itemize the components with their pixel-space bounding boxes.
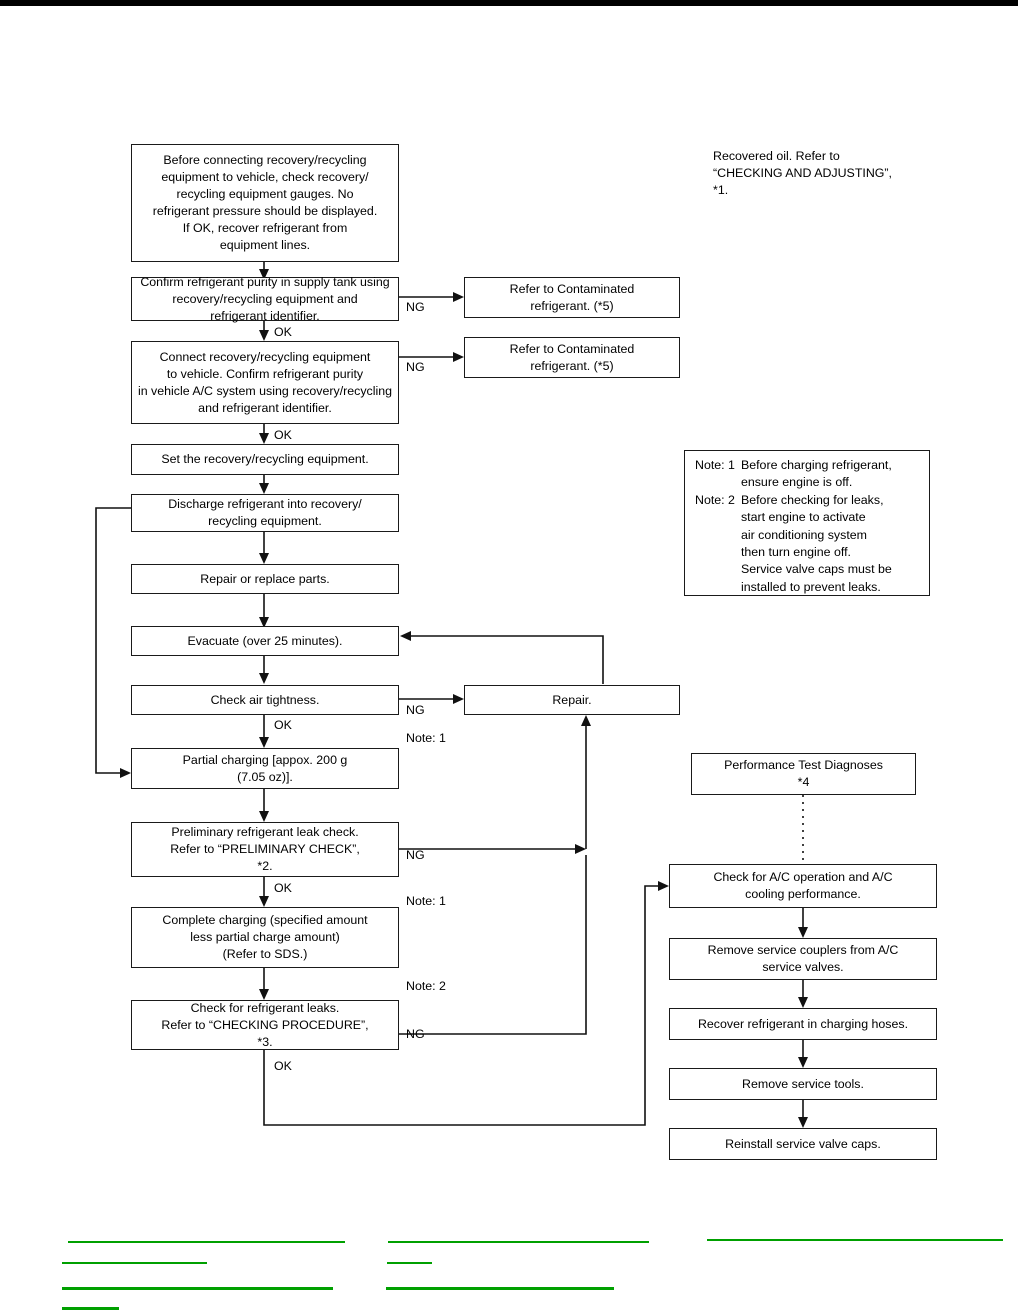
- node-discharge-refrigerant[interactable]: Discharge refrigerant into recovery/ rec…: [131, 494, 399, 532]
- edge-label-note1-air-tightness: Note: 1: [406, 731, 446, 745]
- note-1-label: Note: 1: [695, 458, 735, 472]
- node-contaminated-refrigerant-2[interactable]: Refer to Contaminated refrigerant. (*5): [464, 337, 680, 378]
- node-performance-test-diagnoses[interactable]: Performance Test Diagnoses *4: [691, 753, 916, 795]
- edge-repair-to-evacuate-return: [410, 635, 604, 684]
- node-check-air-tightness[interactable]: Check air tightness.: [131, 685, 399, 715]
- node-repair[interactable]: Repair.: [464, 685, 680, 715]
- footer-underline-8: [62, 1307, 119, 1310]
- edge-label-note1-preliminary: Note: 1: [406, 894, 446, 908]
- node-check-equipment[interactable]: Before connecting recovery/recycling equ…: [131, 144, 399, 262]
- node-check-ac-operation[interactable]: Check for A/C operation and A/C cooling …: [669, 864, 937, 908]
- footer-underline-5: [387, 1262, 432, 1264]
- node-reinstall-service-valve-caps[interactable]: Reinstall service valve caps.: [669, 1128, 937, 1160]
- edge-label-ng-air-tightness: NG: [406, 703, 425, 717]
- edge-leaks-ng: [399, 855, 587, 1035]
- note-2-label: Note: 2: [695, 492, 735, 507]
- edge-label-ok-air-tightness: OK: [274, 718, 292, 732]
- edge-label-ng-connect-equipment: NG: [406, 360, 425, 374]
- node-partial-charging[interactable]: Partial charging [appox. 200 g (7.05 oz)…: [131, 748, 399, 789]
- node-complete-charging[interactable]: Complete charging (specified amount less…: [131, 907, 399, 968]
- note-row-1: Note: 1 Before charging refrigerant, ens…: [695, 457, 921, 492]
- node-recover-refrigerant-hoses[interactable]: Recover refrigerant in charging hoses.: [669, 1008, 937, 1040]
- edge-label-ng-preliminary: NG: [406, 848, 425, 862]
- edge-label-ok-preliminary: OK: [274, 881, 292, 895]
- edge-left-return-loop: [95, 507, 131, 774]
- node-set-equipment[interactable]: Set the recovery/recycling equipment.: [131, 444, 399, 475]
- notes-box: Note: 1 Before charging refrigerant, ens…: [684, 450, 930, 596]
- node-connect-equipment[interactable]: Connect recovery/recycling equipment to …: [131, 341, 399, 424]
- page-top-rule: [0, 0, 1018, 6]
- footer-underline-7: [386, 1287, 614, 1290]
- node-evacuate[interactable]: Evacuate (over 25 minutes).: [131, 626, 399, 656]
- footer-underline-1: [68, 1241, 345, 1243]
- note-1-text: Before charging refrigerant, ensure engi…: [740, 458, 892, 490]
- edge-label-ng-confirm-purity: NG: [406, 300, 425, 314]
- node-confirm-purity-tank[interactable]: Confirm refrigerant purity in supply tan…: [131, 275, 399, 323]
- edge-label-ng-leaks: NG: [406, 1027, 425, 1041]
- edge-label-note2-leaks: Note: 2: [406, 979, 446, 993]
- node-contaminated-refrigerant-1[interactable]: Refer to Contaminated refrigerant. (*5): [464, 277, 680, 318]
- footer-underline-3: [707, 1239, 1003, 1241]
- node-repair-or-replace-parts[interactable]: Repair or replace parts.: [131, 564, 399, 594]
- footer-underline-2: [388, 1241, 649, 1243]
- footer-underline-6: [62, 1287, 333, 1290]
- node-remove-service-couplers[interactable]: Remove service couplers from A/C service…: [669, 938, 937, 980]
- footer-underline-4: [62, 1262, 207, 1264]
- annotation-recovered-oil: Recovered oil. Refer to “CHECKING AND AD…: [713, 149, 892, 197]
- node-check-refrigerant-leaks[interactable]: Check for refrigerant leaks. Refer to “C…: [131, 1000, 399, 1050]
- note-row-2: Note: 2 Before checking for leaks, start…: [695, 492, 921, 596]
- edge-label-ok-connect-equipment: OK: [274, 428, 292, 442]
- edge-label-ok-leaks: OK: [274, 1059, 292, 1073]
- node-preliminary-leak-check[interactable]: Preliminary refrigerant leak check. Refe…: [131, 822, 399, 877]
- edge-label-ok-confirm-purity: OK: [274, 325, 292, 339]
- note-2-text: Before checking for leaks, start engine …: [740, 492, 892, 594]
- node-remove-service-tools[interactable]: Remove service tools.: [669, 1068, 937, 1100]
